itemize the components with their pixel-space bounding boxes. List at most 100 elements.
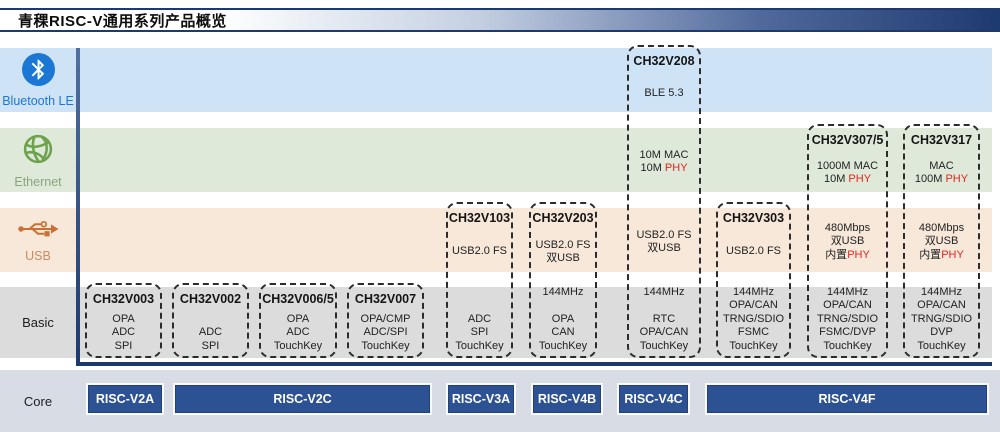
chip-name: CH32V303 <box>722 211 785 225</box>
feature-line: 双USB <box>924 235 959 248</box>
feature-line: TRNG/SDIO <box>816 312 879 325</box>
chip-name: CH32V208 <box>633 54 695 68</box>
feature-highlight: PHY <box>945 173 969 185</box>
chip-name: CH32V007 <box>354 292 417 306</box>
chip-name: CH32V307/5 <box>811 133 884 147</box>
feature-line: SPI <box>201 339 220 352</box>
core-bar-risc-v4c: RISC-V4C <box>619 385 688 413</box>
feature-line: FSMC/DVP <box>819 326 876 338</box>
feature-line: 双USB <box>647 242 681 254</box>
feature-line: TouchKey <box>273 339 323 352</box>
chip-name: CH32V317 <box>910 133 973 147</box>
feature-line: TouchKey <box>538 339 588 352</box>
feature-line: 10M PHY <box>823 173 872 185</box>
feature-line: RTC <box>652 312 676 325</box>
chip-name: CH32V003 <box>92 292 155 306</box>
chip-name: CH32V002 <box>179 292 242 306</box>
feature-line: OPA/CAN <box>823 299 872 311</box>
feature-line: USB2.0 FS <box>451 245 508 258</box>
feature-line: ADC <box>467 312 492 325</box>
feature-line: ADC <box>198 326 223 338</box>
feature-line: 144MHz <box>643 285 685 298</box>
feature-line: TRNG/SDIO <box>910 312 973 325</box>
row-label-ethernet: Ethernet <box>0 128 76 192</box>
feature-line: TouchKey <box>455 339 504 352</box>
feature-line: 144MHz <box>733 285 774 298</box>
page-title: 青稞RISC-V通用系列产品概览 <box>18 12 227 30</box>
feature-line: 双USB <box>546 252 580 264</box>
feature-line: TouchKey <box>361 339 410 352</box>
feature-line: 内置PHY <box>825 248 870 261</box>
band-ethernet <box>80 128 992 192</box>
feature-line: 100M PHY <box>914 173 969 185</box>
feature-line: SPI <box>114 339 133 352</box>
core-bar-risc-v4f: RISC-V4F <box>707 385 987 413</box>
feature-line: OPA/CAN <box>729 299 778 311</box>
feature-line: 144MHz <box>542 285 584 298</box>
feature-line: TouchKey <box>823 339 872 352</box>
feature-line: ADC <box>286 326 310 338</box>
feature-line: 内置PHY <box>919 248 964 261</box>
feature-line: OPA/CAN <box>917 299 966 311</box>
feature-line: OPA/CAN <box>639 326 689 338</box>
features-usb: USB2.0 FS <box>718 230 789 274</box>
row-label-basic: Basic <box>0 287 76 358</box>
row-label-core: Core <box>0 370 76 432</box>
axis-vertical <box>76 48 80 366</box>
feature-line: FSMC <box>737 326 770 338</box>
core-bar-risc-v2a: RISC-V2A <box>88 385 162 413</box>
chip-name: CH32V006/5 <box>262 292 334 306</box>
ethernet-globe-icon <box>20 131 56 172</box>
feature-line: 10M PHY <box>640 162 688 174</box>
feature-line: 480Mbps <box>824 221 871 234</box>
core-bar-risc-v2c: RISC-V2C <box>175 385 430 413</box>
feature-line: TRNG/SDIO <box>722 312 785 325</box>
core-bar-risc-v3a: RISC-V3A <box>448 385 514 413</box>
feature-highlight: PHY <box>664 162 688 174</box>
band-usb <box>80 208 992 272</box>
row-label-usb: USB <box>0 208 76 272</box>
band-basic <box>80 287 992 358</box>
feature-line: DVP <box>930 326 953 338</box>
feature-line: 144MHz <box>827 285 868 298</box>
title-bar: 青稞RISC-V通用系列产品概览 <box>0 8 1000 32</box>
axis-horizontal <box>76 362 992 366</box>
feature-line: USB2.0 FS <box>636 228 692 241</box>
row-label-text: USB <box>25 249 51 263</box>
feature-highlight: PHY <box>848 173 872 185</box>
feature-line: USB2.0 FS <box>535 238 591 251</box>
feature-line: USB2.0 FS <box>725 245 782 258</box>
feature-line: OPA <box>112 312 135 325</box>
feature-line: CAN <box>551 326 575 338</box>
feature-line: BLE 5.3 <box>644 86 684 99</box>
feature-line: ADC <box>111 326 136 338</box>
row-label-text: Core <box>23 393 53 409</box>
row-label-text: Ethernet <box>14 175 62 189</box>
features-ble: BLE 5.3 <box>629 73 699 114</box>
core-bar-risc-v4b: RISC-V4B <box>533 385 601 413</box>
feature-line: 480Mbps <box>918 221 965 234</box>
feature-highlight: PHY <box>941 248 964 261</box>
feature-line: 1000M MAC <box>816 159 879 172</box>
